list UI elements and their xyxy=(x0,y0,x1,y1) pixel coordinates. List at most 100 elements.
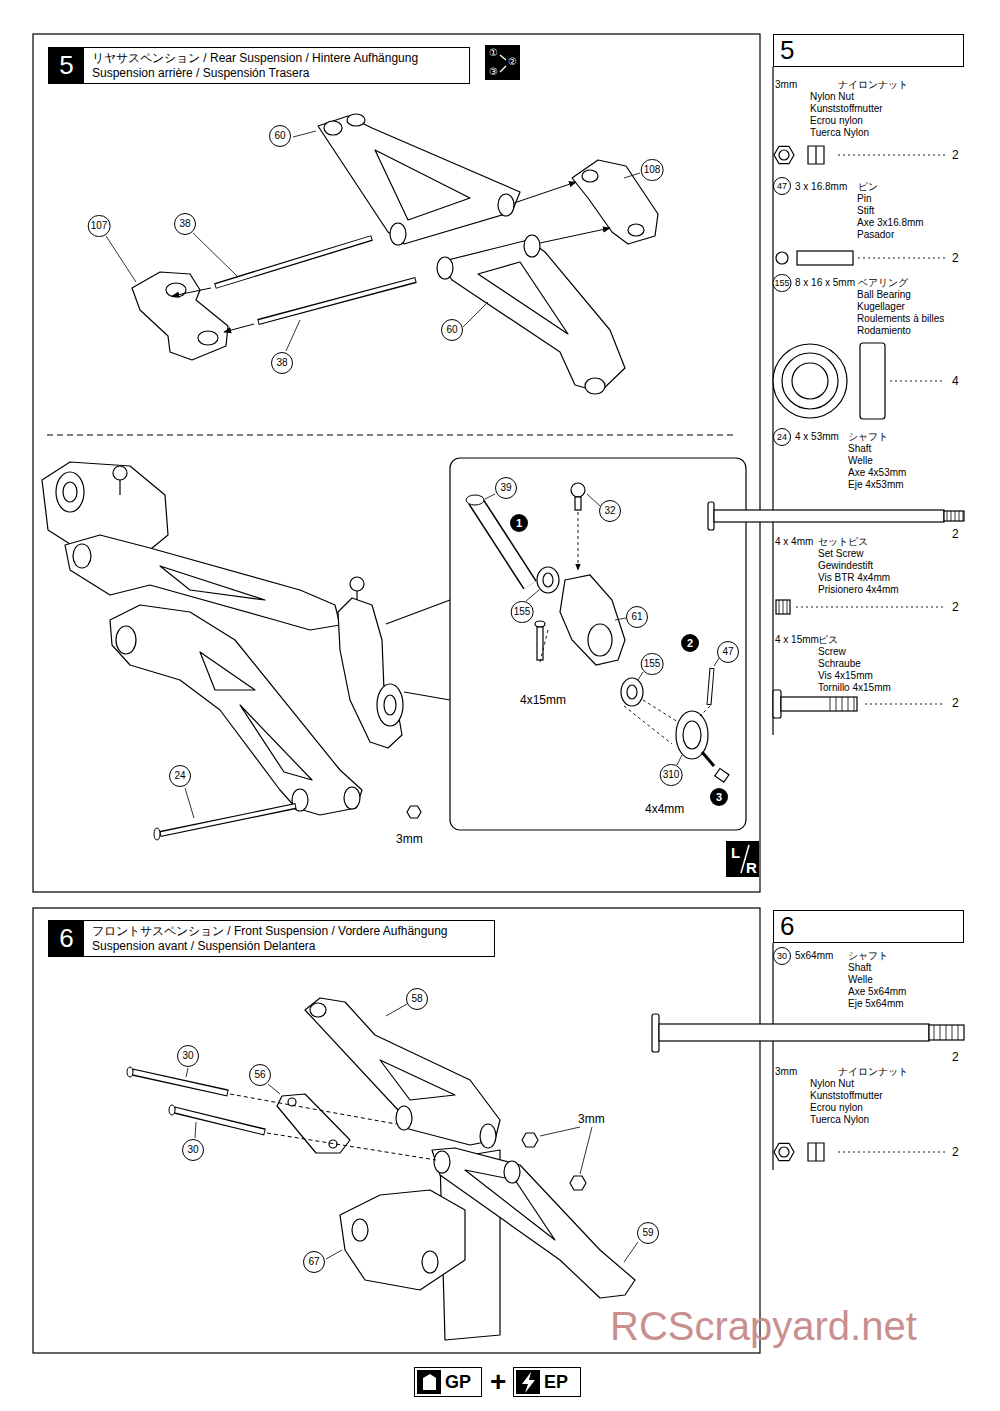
parts-list-text: Tuerca Nylon xyxy=(810,1114,869,1126)
leader-lines-6 xyxy=(186,1004,638,1262)
parts-list-text: Axe 5x64mm xyxy=(848,986,906,998)
quantity: 2 xyxy=(952,1050,959,1064)
parts-list-5-icons xyxy=(708,146,964,718)
step-icon-number: ③ xyxy=(489,67,498,77)
leader-lines xyxy=(106,131,640,351)
callout-number: 32 xyxy=(599,500,621,522)
parts-list-text: Vis 4x15mm xyxy=(818,670,873,682)
dimension-label: 4x15mm xyxy=(520,693,566,707)
callout-number: 60 xyxy=(269,125,291,147)
parts-list-text: Vis BTR 4x4mm xyxy=(818,572,890,584)
step-number: 5 xyxy=(774,35,963,66)
parts-list-text: セットビス xyxy=(818,536,868,548)
quantity: 2 xyxy=(952,600,959,614)
step-header: 5リヤサスペンション / Rear Suspension / Hintere A… xyxy=(48,47,470,84)
parts-list-header: 6 xyxy=(773,910,964,943)
callout-number: 59 xyxy=(637,1222,659,1244)
parts-list-text: Kunststoffmutter xyxy=(810,103,883,115)
parts-list-text: ナイロンナット xyxy=(838,1066,908,1078)
quantity: 2 xyxy=(952,148,959,162)
assembly-arrows xyxy=(172,182,610,332)
callout-number: 155 xyxy=(511,601,534,623)
parts-list-text: Tuerca Nylon xyxy=(810,127,869,139)
step-number: 5 xyxy=(49,48,84,83)
parts-list-text: Roulements à billes xyxy=(857,313,944,325)
parts-list-text: Eje 4x53mm xyxy=(848,479,904,491)
front-suspension-exploded xyxy=(277,998,635,1340)
parts-list-text: Kugellager xyxy=(857,301,905,313)
kit-type-icons xyxy=(417,1370,540,1394)
step-number: 6 xyxy=(49,921,84,956)
parts-list-text: Welle xyxy=(848,974,873,986)
shafts-30 xyxy=(127,1067,436,1160)
parts-list-text: 3mm xyxy=(775,1066,797,1078)
quantity: 2 xyxy=(952,251,959,265)
callout-number: 67 xyxy=(303,1251,325,1273)
step-icon-number: ① xyxy=(489,48,498,58)
parts-list-text: Ball Bearing xyxy=(857,289,911,301)
dimension-label: 4x4mm xyxy=(645,802,684,816)
step-title: フロントサスペンション / Front Suspension / Vordere… xyxy=(84,922,494,956)
parts-list-text: 3 x 16.8mm xyxy=(795,181,847,193)
quantity: 2 xyxy=(952,696,959,710)
callout-number: 155 xyxy=(772,274,791,292)
left-right-mark: L xyxy=(731,845,740,860)
parts-list-text: ピン xyxy=(858,181,878,193)
parts-list-text: Tornillo 4x15mm xyxy=(818,682,891,694)
parts-list-text: 5x64mm xyxy=(795,950,833,962)
step-order-marker: 2 xyxy=(681,634,699,652)
callout-number: 58 xyxy=(406,988,428,1010)
left-right-mark: R xyxy=(746,860,757,875)
parts-list-header: 5 xyxy=(773,34,964,67)
dimension-label: 3mm xyxy=(396,832,423,846)
parts-list-text: シャフト xyxy=(848,431,888,443)
callout-number: 24 xyxy=(169,765,191,787)
parts-list-text: シャフト xyxy=(848,950,888,962)
callout-number: 30 xyxy=(177,1045,199,1067)
parts-list-text: Schraube xyxy=(818,658,861,670)
quantity: 4 xyxy=(952,374,959,388)
kit-type-badge: GP xyxy=(414,1367,482,1397)
callout-number: 30 xyxy=(773,947,791,965)
parts-list-text: Gewindestift xyxy=(818,560,873,572)
parts-list-text: Set Screw xyxy=(818,548,864,560)
step-number: 6 xyxy=(774,911,963,942)
callout-number: 30 xyxy=(182,1139,204,1161)
callout-number: 108 xyxy=(641,159,664,181)
parts-list-text: 8 x 16 x 5mm xyxy=(795,277,855,289)
step-header: 6フロントサスペンション / Front Suspension / Vorder… xyxy=(48,920,495,957)
panel-frames xyxy=(33,34,773,1353)
parts-list-text: Rodamiento xyxy=(857,325,911,337)
parts-list-text: ビス xyxy=(818,634,838,646)
step-order-icon xyxy=(485,45,520,80)
parts-list-text: Axe 3x16.8mm xyxy=(857,217,924,229)
quantity-leaders xyxy=(796,155,945,1152)
kit-type-label: EP xyxy=(514,1368,571,1396)
callout-number: 47 xyxy=(773,177,791,195)
parts-list-text: Welle xyxy=(848,455,873,467)
parts-list-6-icons xyxy=(652,1014,964,1161)
callout-number: 107 xyxy=(88,215,111,237)
parts-list-text: 4 x 53mm xyxy=(795,431,839,443)
parts-list-text: Shaft xyxy=(848,443,871,455)
parts-list-text: Axe 4x53mm xyxy=(848,467,906,479)
step-order-marker: 3 xyxy=(710,788,728,806)
dimension-label: 3mm xyxy=(578,1112,605,1126)
callout-number: 60 xyxy=(441,319,463,341)
plus-sign: + xyxy=(490,1368,506,1396)
parts-list-text: ベアリング xyxy=(858,277,908,289)
watermark: RCScrapyard.net xyxy=(610,1304,917,1348)
parts-list-text: Shaft xyxy=(848,962,871,974)
parts-list-text: 3mm xyxy=(775,79,797,91)
parts-list-text: 4 x 4mm xyxy=(775,536,813,548)
rear-arms-exploded xyxy=(132,114,658,394)
shaft-24 xyxy=(154,806,296,840)
quantity: 2 xyxy=(952,1145,959,1159)
parts-list-text: Nylon Nut xyxy=(810,1078,854,1090)
rear-suspension-assembled xyxy=(42,462,421,818)
callout-number: 38 xyxy=(271,352,293,374)
callout-number: 47 xyxy=(717,641,739,663)
hub-detail xyxy=(466,483,729,782)
